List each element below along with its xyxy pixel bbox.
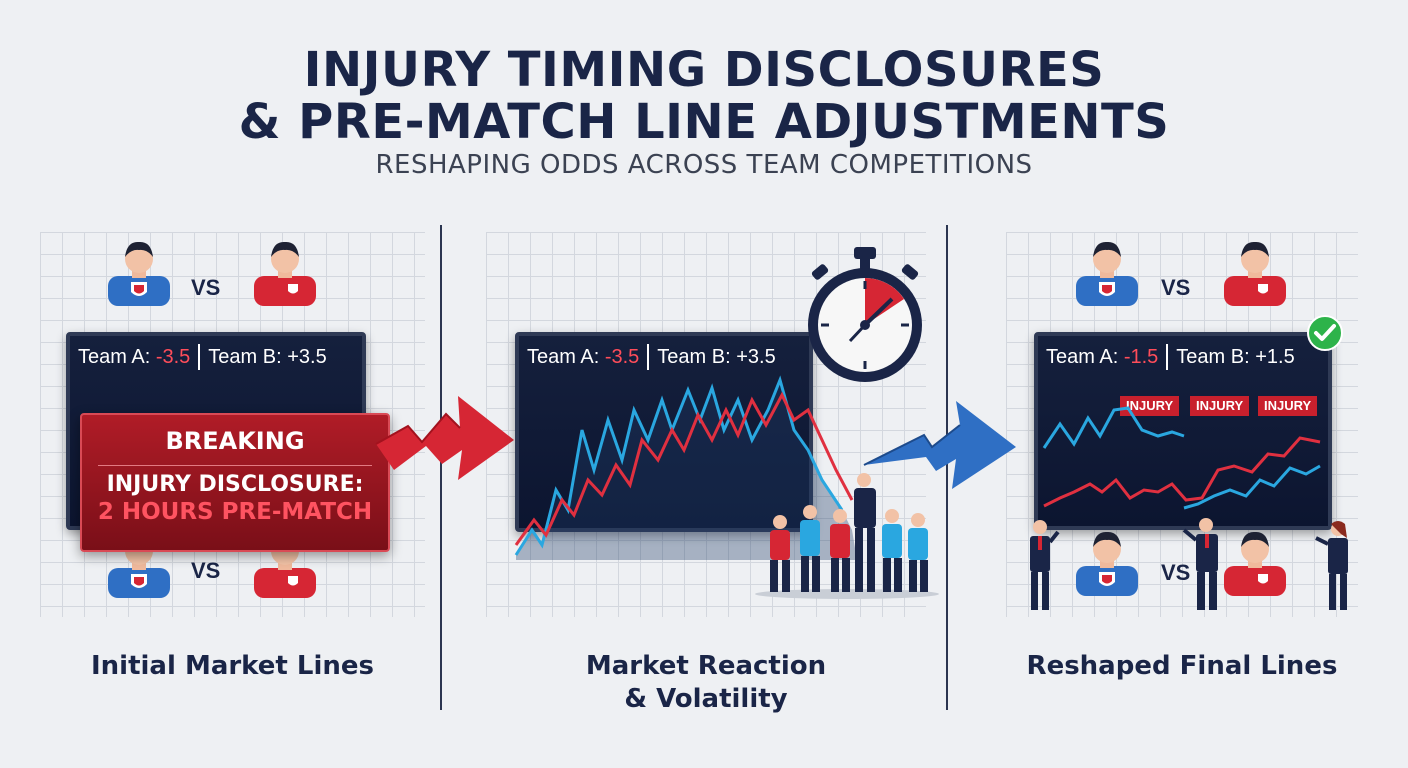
reacting-crowd-icon: [755, 473, 939, 599]
team-a-line: -3.5: [155, 345, 191, 368]
injury-tag: INJURY: [1120, 396, 1180, 416]
team-b-line: +3.5: [736, 345, 776, 368]
odds-board-final: Team A: -1.5 Team B: +1.5 INJURY INJURY …: [1034, 332, 1332, 530]
blue-player-icon: [1076, 241, 1138, 306]
odds-board-reaction: Team A: -3.5 Team B: +3.5: [515, 332, 813, 532]
caption-final: Reshaped Final Lines: [1026, 651, 1338, 681]
divider-left: [440, 225, 442, 710]
caption-reaction-line-2: & Volatility: [624, 684, 788, 714]
caption-initial: Initial Market Lines: [91, 651, 374, 681]
blue-arrow-icon: [863, 401, 1016, 489]
analyst-person-icon: [1030, 520, 1060, 610]
team-b-label: Team B:: [657, 345, 731, 368]
volatility-chart: [514, 375, 857, 560]
red-player-icon: [1224, 531, 1286, 596]
checkmark-icon: [1307, 315, 1343, 351]
team-a-line: -1.5: [1123, 345, 1159, 368]
team-a-label: Team A:: [527, 345, 600, 368]
vs-label-top: VS: [1161, 275, 1191, 300]
team-b-line: +1.5: [1255, 345, 1295, 368]
odds-row: Team A: -3.5 Team B: +3.5: [78, 342, 354, 372]
analyst-person-icon: [1182, 518, 1218, 610]
team-a-line: -3.5: [604, 345, 640, 368]
caption-reaction-line-1: Market Reaction: [585, 651, 827, 681]
team-a-label: Team A:: [78, 345, 151, 368]
stopwatch-icon: [808, 247, 922, 382]
vs-label-bottom: VS: [191, 558, 221, 583]
vs-label-top: VS: [191, 275, 221, 300]
injury-tag: INJURY: [1190, 396, 1250, 416]
title-line-1: INJURY TIMING DISCLOSURES: [303, 42, 1105, 98]
team-b-label: Team B:: [1176, 345, 1250, 368]
injury-tag: INJURY: [1258, 396, 1318, 416]
breaking-alert: BREAKING INJURY DISCLOSURE: 2 HOURS PRE-…: [80, 413, 390, 552]
blue-player-icon: [108, 241, 170, 306]
odds-row: Team A: -3.5 Team B: +3.5: [527, 342, 801, 372]
blue-player-icon: [1076, 531, 1138, 596]
title-line-2: & PRE-MATCH LINE ADJUSTMENTS: [238, 94, 1170, 150]
subtitle: RESHAPING ODDS ACROSS TEAM COMPETITIONS: [375, 150, 1033, 180]
team-a-label: Team A:: [1046, 345, 1119, 368]
caption-reaction: Market Reaction & Volatility: [486, 650, 926, 716]
final-lines-chart: [1042, 406, 1321, 510]
team-b-label: Team B:: [208, 345, 282, 368]
alert-heading: BREAKING: [165, 427, 305, 455]
vs-label-bottom: VS: [1161, 560, 1191, 585]
divider-right: [946, 225, 948, 710]
red-arrow-icon: [375, 396, 514, 480]
analyst-person-icon: [1315, 521, 1348, 610]
alert-line-1: INJURY DISCLOSURE:: [106, 472, 364, 497]
red-player-icon: [1224, 241, 1286, 306]
team-b-line: +3.5: [287, 345, 327, 368]
red-player-icon: [254, 241, 316, 306]
odds-row: Team A: -1.5 Team B: +1.5: [1046, 342, 1320, 372]
alert-line-2: 2 HOURS PRE-MATCH: [97, 499, 373, 525]
